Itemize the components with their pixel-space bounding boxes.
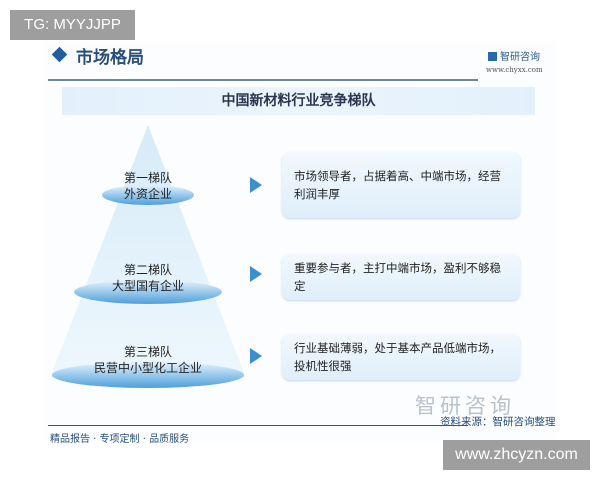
tier-3-description: 行业基础薄弱，处于基本产品低端市场，投机性很强 <box>282 334 520 380</box>
arrow-right-icon <box>250 177 262 193</box>
section-title: 市场格局 <box>76 48 144 68</box>
tier-2-rank: 第二梯队 <box>123 263 172 277</box>
pyramid-body <box>50 125 246 378</box>
pyramid-graphic <box>50 125 246 388</box>
brand-logo-icon <box>488 52 497 61</box>
tier-1-description: 市场领导者，占据着高、中端市场，经营利润丰厚 <box>282 152 520 218</box>
tier-3-type: 民营中小型化工企业 <box>93 361 202 375</box>
watermark-tag: TG: MYYJJPP <box>10 10 135 40</box>
tier-3-label: 第三梯队 民营中小型化工企业 <box>68 344 228 376</box>
tier-1-type: 外资企业 <box>123 187 172 201</box>
tier-2-description: 重要参与者，主打中端市场，盈利不够稳定 <box>282 254 520 300</box>
tier-2-type: 大型国有企业 <box>111 279 184 293</box>
arrow-right-icon <box>250 348 262 364</box>
footer-divider <box>48 425 468 426</box>
brand-url: www.chyxx.com <box>486 66 543 74</box>
tier-3-disc <box>52 362 244 388</box>
header-divider <box>48 79 478 81</box>
arrow-right-icon <box>250 266 262 282</box>
tier-1-label: 第一梯队 外资企业 <box>68 170 228 202</box>
chart-title: 中国新材料行业竞争梯队 <box>62 87 535 115</box>
tier-2-label: 第二梯队 大型国有企业 <box>68 262 228 294</box>
tier-2-disc <box>74 280 222 304</box>
watermark-site: www.zhcyzn.com <box>443 440 590 470</box>
brand-watermark: 智研咨询 <box>415 394 515 418</box>
tier-3-rank: 第三梯队 <box>123 345 172 359</box>
footer-slogan: 精品报告 · 专项定制 · 品质服务 <box>50 434 190 445</box>
brand-name: 智研咨询 <box>500 52 540 63</box>
source-note: 资料来源：智研咨询整理 <box>440 416 556 428</box>
tier-1-rank: 第一梯队 <box>123 171 172 185</box>
tier-1-disc <box>102 185 194 205</box>
brand-logo: 智研咨询 <box>488 48 540 63</box>
